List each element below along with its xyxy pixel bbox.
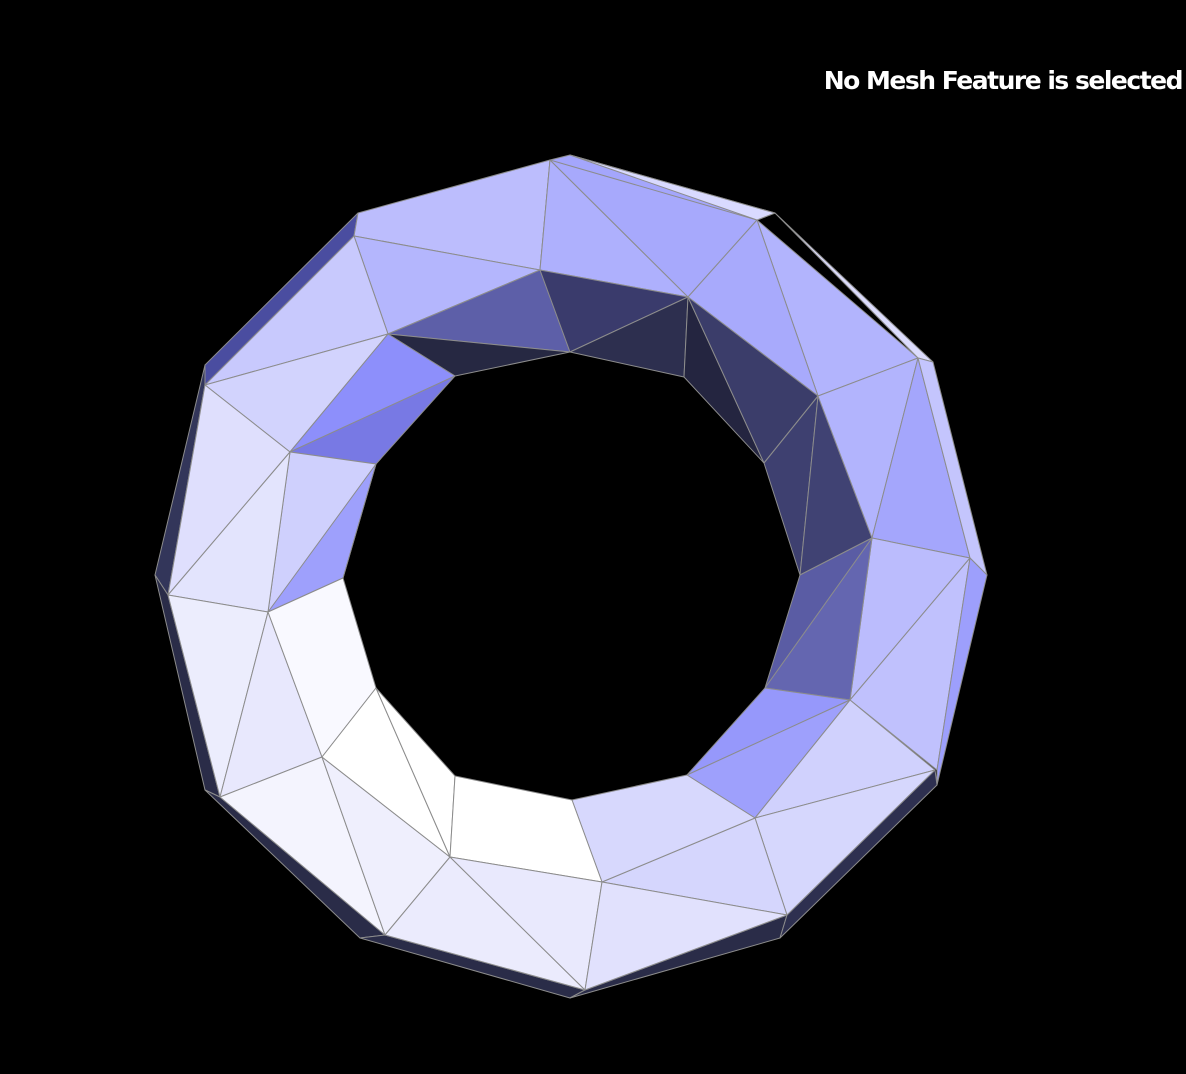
mesh-face[interactable]	[584, 881, 788, 991]
selection-status-label: No Mesh Feature is selected	[823, 66, 1184, 95]
mesh-face[interactable]	[569, 154, 776, 221]
mesh-face[interactable]	[936, 557, 988, 786]
